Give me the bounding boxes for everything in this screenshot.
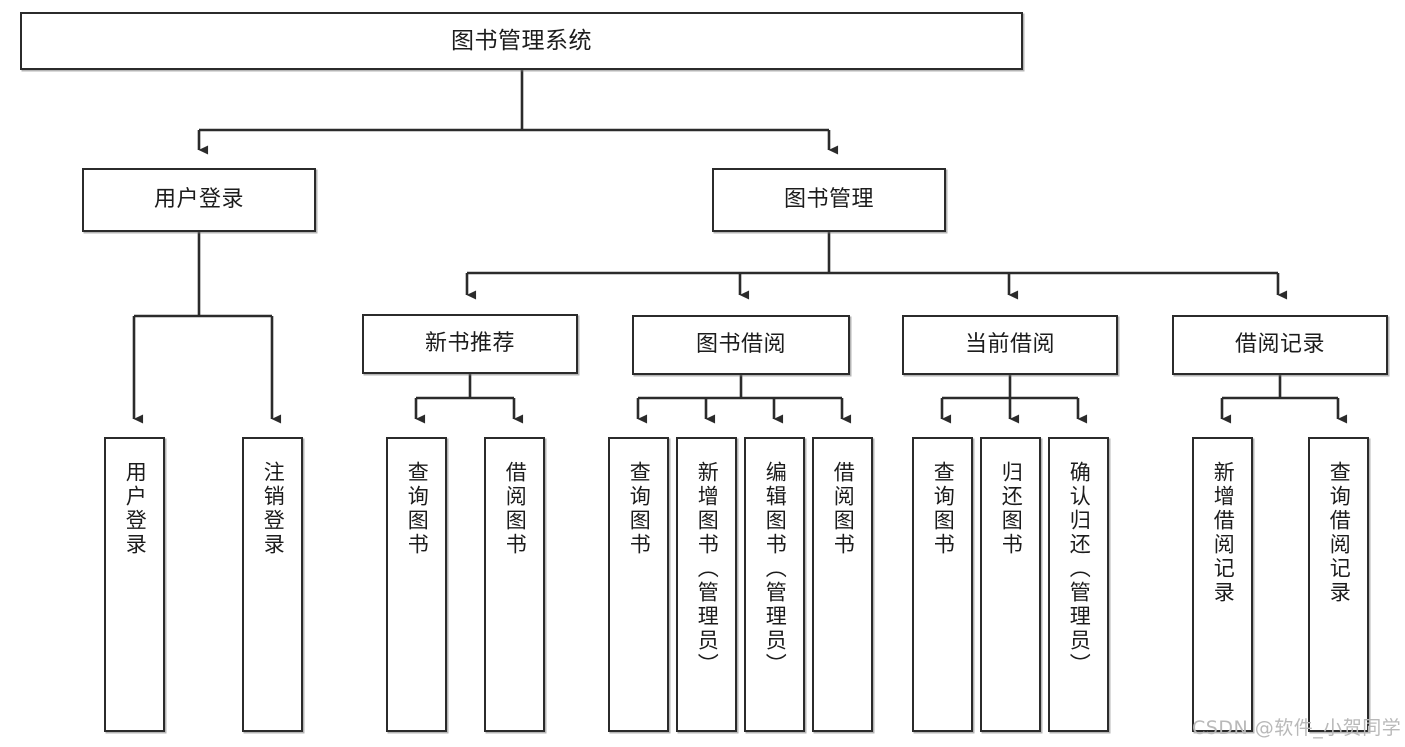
node-leaf-confirm-return[interactable]: 确认归还（管理员） <box>1048 437 1109 732</box>
node-leaf-borrow-book-2[interactable]: 借阅图书 <box>812 437 873 732</box>
csdn-watermark: CSDN @软件_小贺同学 <box>1192 717 1402 739</box>
node-leaf-user-login-label: 用户登录 <box>123 461 148 557</box>
node-new-book-rec-label: 新书推荐 <box>424 330 515 356</box>
node-leaf-query-book-1-label: 查询图书 <box>405 461 430 557</box>
node-leaf-add-record-label: 新增借阅记录 <box>1211 461 1236 605</box>
node-book-manage[interactable]: 图书管理 <box>712 168 946 232</box>
node-leaf-logout-label: 注销登录 <box>261 461 286 557</box>
node-leaf-return-book-label: 归还图书 <box>999 461 1024 557</box>
node-leaf-confirm-return-label: 确认归还（管理员） <box>1067 461 1092 677</box>
node-leaf-borrow-book-2-label: 借阅图书 <box>831 461 856 557</box>
node-leaf-query-book-3-label: 查询图书 <box>931 461 956 557</box>
node-leaf-edit-book-label: 编辑图书（管理员） <box>763 461 788 677</box>
node-new-book-rec[interactable]: 新书推荐 <box>362 314 578 374</box>
node-leaf-add-book-label: 新增图书（管理员） <box>695 461 720 677</box>
node-leaf-query-record-label: 查询借阅记录 <box>1327 461 1352 605</box>
node-leaf-add-record[interactable]: 新增借阅记录 <box>1192 437 1253 732</box>
node-leaf-edit-book[interactable]: 编辑图书（管理员） <box>744 437 805 732</box>
node-book-borrow[interactable]: 图书借阅 <box>632 315 850 375</box>
node-leaf-query-book-1[interactable]: 查询图书 <box>386 437 447 732</box>
node-borrow-record[interactable]: 借阅记录 <box>1172 315 1388 375</box>
node-leaf-query-book-3[interactable]: 查询图书 <box>912 437 973 732</box>
node-user-login-label: 用户登录 <box>153 186 244 212</box>
node-current-borrow[interactable]: 当前借阅 <box>902 315 1118 375</box>
node-root-label: 图书管理系统 <box>451 27 592 54</box>
node-leaf-borrow-book-1-label: 借阅图书 <box>503 461 528 557</box>
node-root[interactable]: 图书管理系统 <box>20 12 1023 70</box>
node-book-borrow-label: 图书借阅 <box>695 331 786 357</box>
node-leaf-borrow-book-1[interactable]: 借阅图书 <box>484 437 545 732</box>
node-user-login[interactable]: 用户登录 <box>82 168 316 232</box>
node-borrow-record-label: 借阅记录 <box>1234 331 1325 357</box>
node-leaf-add-book[interactable]: 新增图书（管理员） <box>676 437 737 732</box>
node-leaf-query-record[interactable]: 查询借阅记录 <box>1308 437 1369 732</box>
node-leaf-logout[interactable]: 注销登录 <box>242 437 303 732</box>
node-leaf-query-book-2-label: 查询图书 <box>627 461 652 557</box>
node-leaf-return-book[interactable]: 归还图书 <box>980 437 1041 732</box>
node-current-borrow-label: 当前借阅 <box>964 331 1055 357</box>
node-book-manage-label: 图书管理 <box>783 186 874 212</box>
node-leaf-query-book-2[interactable]: 查询图书 <box>608 437 669 732</box>
node-leaf-user-login[interactable]: 用户登录 <box>104 437 165 732</box>
